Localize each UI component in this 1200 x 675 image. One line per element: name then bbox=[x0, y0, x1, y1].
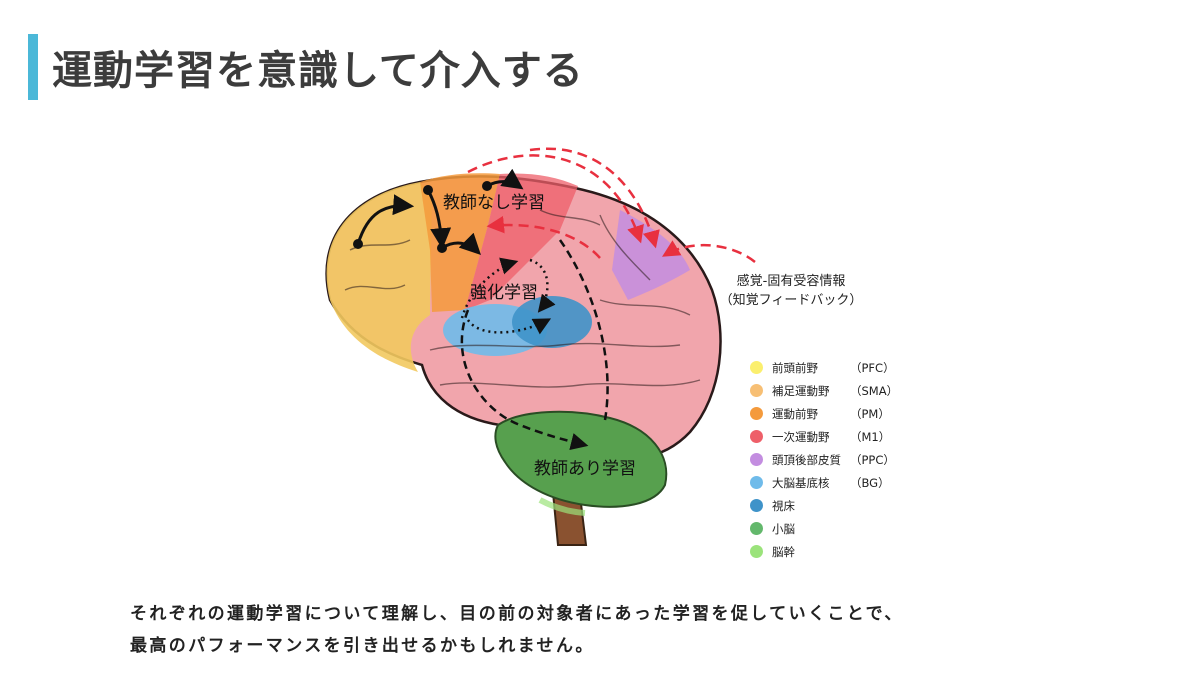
legend-abbr: （BG） bbox=[850, 475, 890, 490]
legend-name: 一次運動野 bbox=[772, 429, 830, 444]
sup-arrow-left bbox=[460, 309, 589, 451]
legend-dot-m1 bbox=[750, 430, 763, 443]
legend-abbr: （PFC） bbox=[850, 360, 895, 375]
body-line-2: 最高のパフォーマンスを引き出せるかもしれません。 bbox=[130, 636, 595, 656]
reinforce-loop-right bbox=[529, 258, 556, 313]
label-unsupervised: 教師なし学習 bbox=[443, 193, 545, 213]
legend-dot-sma bbox=[750, 384, 763, 397]
region-thalamus bbox=[512, 296, 592, 348]
feedback-arrow-upper bbox=[529, 147, 660, 249]
legend-dot-pm bbox=[750, 407, 763, 420]
legend-dot-thalamus bbox=[750, 499, 763, 512]
legend-abbr: （M1） bbox=[850, 429, 891, 444]
legend-dot-cerebellum bbox=[750, 522, 763, 535]
legend-item: 前頭前野 （PFC） bbox=[750, 356, 898, 379]
legend-name: 頭頂後部皮質 bbox=[772, 452, 841, 467]
sensory-line-1: 感覚-固有受容情報 bbox=[736, 274, 846, 289]
region-m1 bbox=[465, 173, 578, 310]
legend-dot-ppc bbox=[750, 453, 763, 466]
legend-name: 大脳基底核 bbox=[772, 475, 830, 490]
body-text: それぞれの運動学習について理解し、目の前の対象者にあった学習を促していくことで、… bbox=[130, 598, 904, 662]
sensory-line-2: （知覚フィードバック） bbox=[719, 293, 863, 308]
legend-name: 運動前野 bbox=[772, 406, 818, 421]
legend-name: 脳幹 bbox=[772, 544, 795, 559]
legend-name: 補足運動野 bbox=[772, 383, 830, 398]
legend-item: 頭頂後部皮質 （PPC） bbox=[750, 448, 898, 471]
legend-abbr: （PM） bbox=[850, 406, 890, 421]
legend: 前頭前野 （PFC） 補足運動野 （SMA） 運動前野 （PM） 一次運動野 （… bbox=[750, 356, 898, 563]
legend-name: 前頭前野 bbox=[772, 360, 818, 375]
page-title: 運動学習を意識して介入する bbox=[52, 48, 584, 94]
unsup-arrow-1 bbox=[356, 194, 415, 245]
region-pfc bbox=[326, 182, 432, 372]
legend-dot-bg bbox=[750, 476, 763, 489]
region-cerebellum bbox=[494, 410, 668, 508]
legend-name: 小脳 bbox=[772, 521, 795, 536]
feedback-arrow-m1 bbox=[486, 215, 601, 259]
legend-item: 一次運動野 （M1） bbox=[750, 425, 898, 448]
feedback-arrow-top bbox=[467, 154, 644, 244]
legend-dot-pfc bbox=[750, 361, 763, 374]
legend-item: 大脳基底核 （BG） bbox=[750, 471, 898, 494]
reinforce-loop-bottom bbox=[466, 318, 552, 335]
legend-item: 脳幹 bbox=[750, 540, 898, 563]
legend-item: 視床 bbox=[750, 494, 898, 517]
legend-abbr: （SMA） bbox=[850, 383, 899, 398]
body-line-1: それぞれの運動学習について理解し、目の前の対象者にあった学習を促していくことで、 bbox=[130, 604, 904, 624]
legend-item: 運動前野 （PM） bbox=[750, 402, 898, 425]
legend-dot-brainstem bbox=[750, 545, 763, 558]
reinforce-loop-left bbox=[460, 257, 519, 319]
legend-abbr: （PPC） bbox=[850, 452, 895, 467]
sensory-feedback-label: 感覚-固有受容情報 （知覚フィードバック） bbox=[706, 272, 876, 310]
legend-name: 視床 bbox=[772, 498, 795, 513]
title-accent-bar bbox=[28, 34, 38, 100]
legend-item: 補足運動野 （SMA） bbox=[750, 379, 898, 402]
feedback-arrow-sensory bbox=[661, 240, 756, 263]
legend-item: 小脳 bbox=[750, 517, 898, 540]
label-reinforcement: 強化学習 bbox=[470, 283, 538, 303]
label-supervised: 教師あり学習 bbox=[534, 459, 636, 479]
sup-arrow-right bbox=[558, 239, 609, 421]
